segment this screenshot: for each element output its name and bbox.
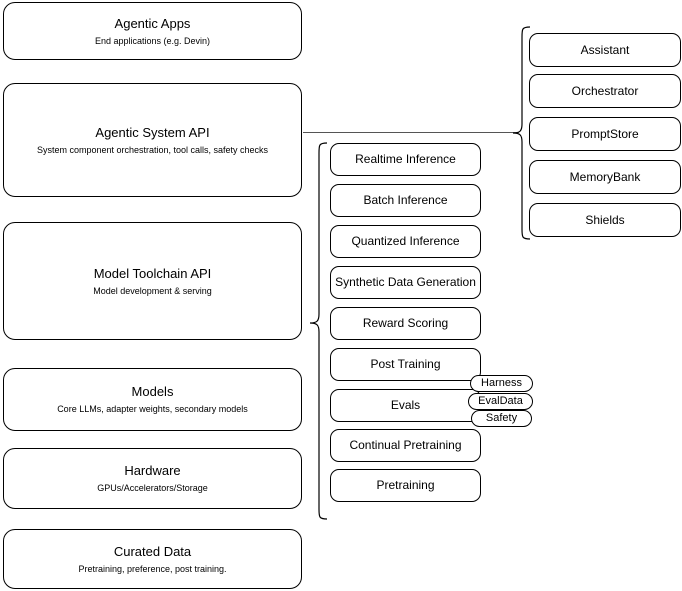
component-label: MemoryBank — [569, 169, 641, 184]
layer-model-toolchain-api[interactable]: Model Toolchain API Model development & … — [3, 222, 302, 340]
eval-pill-label: Harness — [481, 377, 522, 389]
layer-subtitle: End applications (e.g. Devin) — [94, 35, 211, 46]
brace-toolchain-capabilities — [309, 142, 328, 520]
capability-label: Post Training — [370, 357, 441, 371]
eval-pill-harness[interactable]: Harness — [470, 375, 533, 392]
layer-models[interactable]: Models Core LLMs, adapter weights, secon… — [3, 368, 302, 431]
component-memorybank[interactable]: MemoryBank — [529, 160, 681, 194]
capability-post-training[interactable]: Post Training — [330, 348, 481, 381]
eval-pill-label: Safety — [485, 412, 518, 424]
capability-label: Quantized Inference — [351, 234, 460, 248]
component-assistant[interactable]: Assistant — [529, 33, 681, 67]
layer-subtitle: Core LLMs, adapter weights, secondary mo… — [57, 404, 248, 414]
capability-label: Realtime Inference — [355, 152, 456, 166]
layer-subtitle: GPUs/Accelerators/Storage — [97, 483, 208, 493]
capability-reward-scoring[interactable]: Reward Scoring — [330, 307, 481, 340]
layer-title: Agentic Apps — [114, 15, 191, 31]
component-promptstore[interactable]: PromptStore — [529, 117, 681, 151]
capability-label: Reward Scoring — [362, 316, 449, 330]
layer-agentic-system-api[interactable]: Agentic System API System component orch… — [3, 83, 302, 197]
capability-label: Batch Inference — [363, 193, 448, 207]
layer-title: Models — [131, 384, 174, 399]
layer-subtitle: Model development & serving — [93, 285, 212, 296]
component-label: Shields — [585, 212, 625, 227]
layer-title: Curated Data — [113, 543, 192, 559]
layer-subtitle: Pretraining, preference, post training. — [78, 563, 227, 574]
capability-synthetic-data-generation[interactable]: Synthetic Data Generation — [330, 266, 481, 299]
capability-evals[interactable]: Evals — [330, 389, 481, 422]
layer-curated-data[interactable]: Curated Data Pretraining, preference, po… — [3, 529, 302, 589]
component-shields[interactable]: Shields — [529, 203, 681, 237]
capability-batch-inference[interactable]: Batch Inference — [330, 184, 481, 217]
layer-subtitle: System component orchestration, tool cal… — [36, 144, 269, 155]
capability-continual-pretraining[interactable]: Continual Pretraining — [330, 429, 481, 462]
layer-hardware[interactable]: Hardware GPUs/Accelerators/Storage — [3, 448, 302, 509]
capability-realtime-inference[interactable]: Realtime Inference — [330, 143, 481, 176]
layer-title: Hardware — [124, 463, 181, 478]
capability-pretraining[interactable]: Pretraining — [330, 469, 481, 502]
capability-label: Continual Pretraining — [349, 438, 462, 452]
component-label: Orchestrator — [571, 83, 639, 98]
capability-label: Evals — [390, 398, 421, 412]
capability-label: Pretraining — [376, 478, 435, 492]
component-orchestrator[interactable]: Orchestrator — [529, 74, 681, 108]
layer-title: Model Toolchain API — [93, 265, 212, 281]
capability-quantized-inference[interactable]: Quantized Inference — [330, 225, 481, 258]
connector-system-api-to-components — [303, 132, 519, 133]
capability-label: Synthetic Data Generation — [335, 275, 476, 289]
eval-pill-safety[interactable]: Safety — [471, 410, 532, 427]
eval-pill-evaldata[interactable]: EvalData — [468, 393, 533, 410]
component-label: PromptStore — [571, 126, 639, 141]
eval-pill-label: EvalData — [478, 395, 523, 407]
layer-title: Agentic System API — [95, 124, 210, 140]
component-label: Assistant — [580, 42, 630, 57]
layer-agentic-apps[interactable]: Agentic Apps End applications (e.g. Devi… — [3, 2, 302, 60]
